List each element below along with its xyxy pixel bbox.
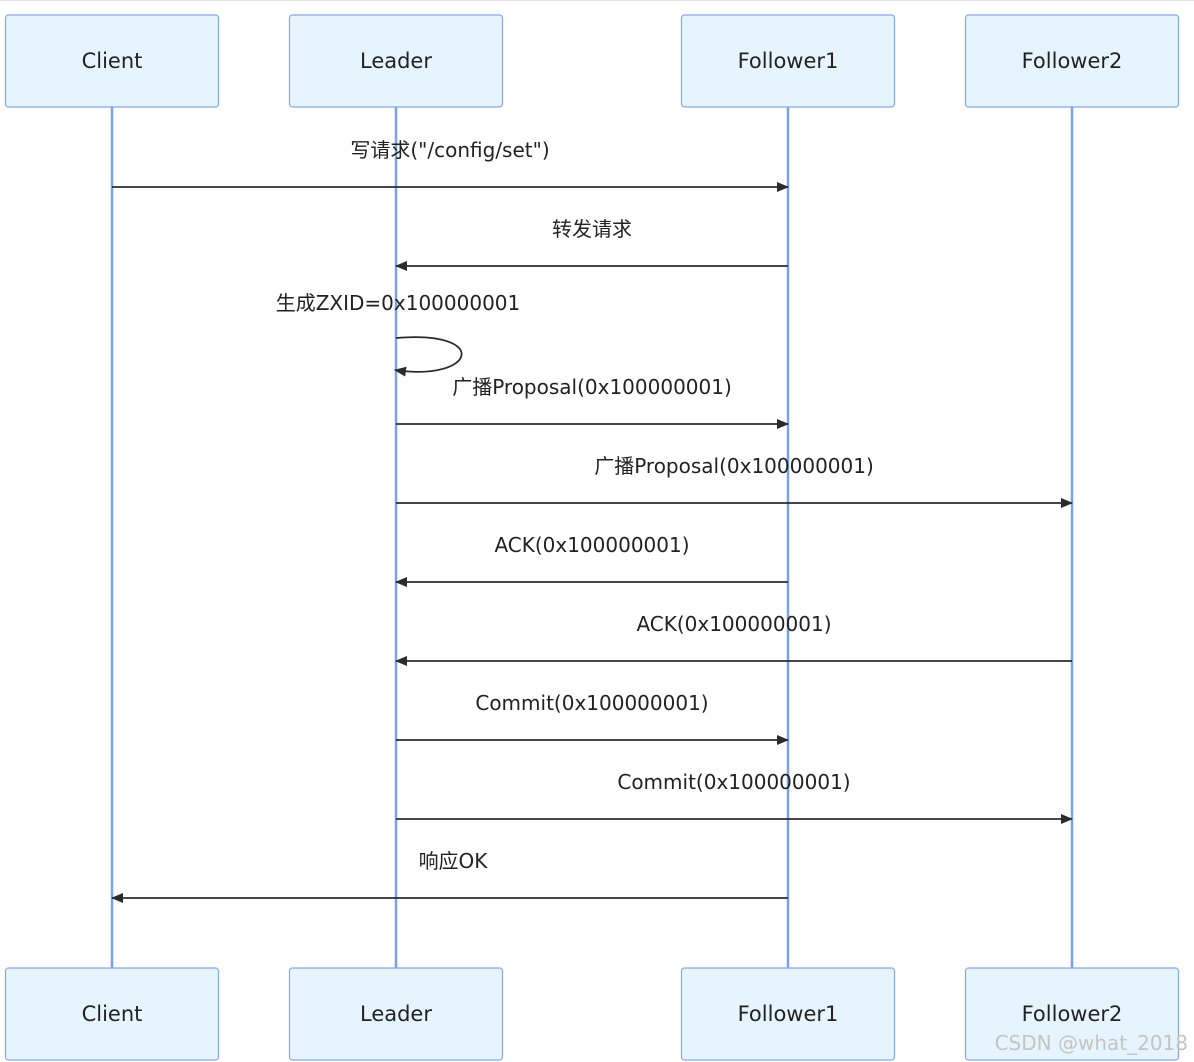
actor-box <box>680 967 896 1061</box>
message-6: ACK(0x100000001) <box>395 533 788 587</box>
message-label: Commit(0x100000001) <box>475 691 708 715</box>
message-3: 生成ZXID=0x100000001 <box>276 291 521 377</box>
message-label: 生成ZXID=0x100000001 <box>276 291 521 315</box>
actor-label: Leader <box>360 1002 432 1026</box>
actor-leader-top: Leader <box>288 14 504 108</box>
message-5: 广播Proposal(0x100000001) <box>396 454 1073 508</box>
message-2: 转发请求 <box>395 217 788 271</box>
actor-box <box>288 14 504 108</box>
actor-leader-bottom: Leader <box>288 967 504 1061</box>
actor-client-top: Client <box>4 14 220 108</box>
message-label: 写请求("/config/set") <box>350 138 549 162</box>
actor-follower2-bottom: Follower2 <box>964 967 1180 1061</box>
actor-header-row: Client Leader Follower1 Follower2 <box>4 14 1180 108</box>
actor-box <box>4 967 220 1061</box>
message-label: ACK(0x100000001) <box>494 533 689 557</box>
actor-label: Follower1 <box>738 1002 839 1026</box>
message-label: ACK(0x100000001) <box>636 612 831 636</box>
actor-box <box>964 967 1180 1061</box>
actor-label: Client <box>82 49 143 73</box>
message-4: 广播Proposal(0x100000001) <box>396 375 789 429</box>
lifelines <box>110 107 1074 968</box>
actor-label: Leader <box>360 49 432 73</box>
message-7: ACK(0x100000001) <box>395 612 1072 666</box>
message-8: Commit(0x100000001) <box>396 691 789 745</box>
self-loop-arrow <box>394 336 463 377</box>
actor-box <box>4 14 220 108</box>
actor-box <box>680 14 896 108</box>
message-label: 广播Proposal(0x100000001) <box>594 454 874 478</box>
actor-follower2-top: Follower2 <box>964 14 1180 108</box>
message-label: 转发请求 <box>552 217 632 241</box>
actor-box <box>964 14 1180 108</box>
message-label: 广播Proposal(0x100000001) <box>452 375 732 399</box>
watermark: CSDN @what_2018 <box>995 1031 1188 1055</box>
message-label: 响应OK <box>419 849 489 873</box>
actor-label: Follower2 <box>1022 1002 1123 1026</box>
actor-box <box>288 967 504 1061</box>
message-10: 响应OK <box>111 849 788 903</box>
actor-label: Follower1 <box>738 49 839 73</box>
actor-follower1-top: Follower1 <box>680 14 896 108</box>
message-label: Commit(0x100000001) <box>617 770 850 794</box>
message-9: Commit(0x100000001) <box>396 770 1073 824</box>
actor-label: Follower2 <box>1022 49 1123 73</box>
message-1: 写请求("/config/set") <box>112 138 789 192</box>
actor-footer-row: Client Leader Follower1 Follower2 <box>4 967 1180 1061</box>
actor-client-bottom: Client <box>4 967 220 1061</box>
messages: 写请求("/config/set") 转发请求生成ZXID=0x100000001… <box>111 138 1073 903</box>
actor-follower1-bottom: Follower1 <box>680 967 896 1061</box>
actor-label: Client <box>82 1002 143 1026</box>
